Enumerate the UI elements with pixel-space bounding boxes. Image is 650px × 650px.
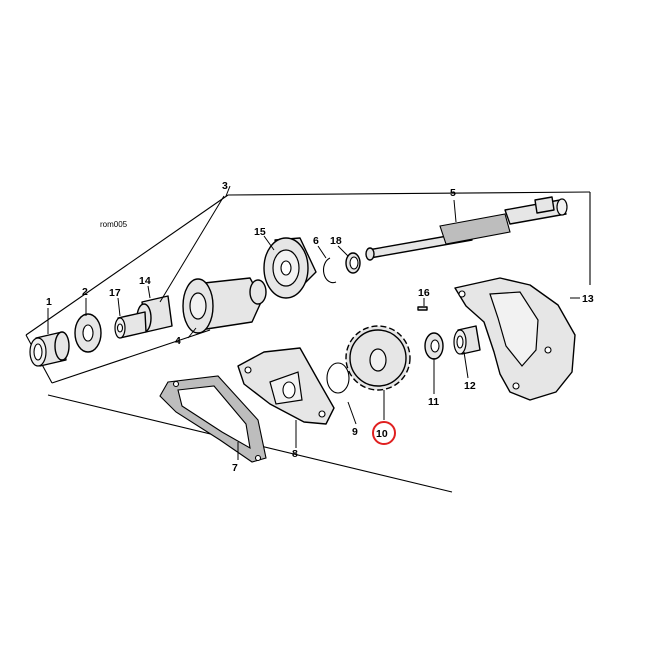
part-9-oring: [326, 362, 350, 394]
callout-13: 13: [582, 293, 594, 305]
part-4-clutch-gear: [182, 277, 267, 334]
part-2-washer: [74, 313, 102, 353]
callout-labels: 1 2 3 4 5 6 7 8 9 10 11 12 13 14 15 16 1…: [46, 180, 594, 474]
part-18-ring: [345, 252, 361, 274]
part-7-gasket: [159, 375, 267, 463]
callout-6: 6: [313, 235, 319, 247]
highlight-circle: [372, 421, 396, 445]
callout-16: 16: [418, 287, 430, 299]
part-8-end-plate: [237, 347, 335, 425]
callout-5: 5: [450, 187, 456, 199]
callout-9: 9: [352, 426, 358, 438]
part-11-washer: [424, 332, 444, 360]
callout-4: 4: [175, 335, 181, 347]
part-15-pinion: [263, 237, 317, 299]
callout-1: 1: [46, 296, 52, 308]
callout-2: 2: [82, 286, 88, 298]
part-6-clip: [323, 257, 337, 284]
reference-code: rom005: [100, 220, 128, 229]
part-17-sleeve: [114, 311, 147, 339]
part-12-bushing: [453, 325, 481, 355]
callout-3: 3: [222, 180, 228, 192]
callout-17: 17: [109, 287, 121, 299]
callout-7: 7: [232, 462, 238, 474]
part-5-shaft: [365, 196, 568, 261]
callout-10: 10: [376, 428, 388, 440]
callout-8: 8: [292, 448, 298, 460]
leader-lines: [47, 185, 580, 460]
part-16-pin: [417, 306, 428, 311]
callout-14: 14: [139, 275, 151, 287]
part-13-housing: [454, 277, 576, 401]
part-10-gear: [345, 325, 411, 391]
callout-12: 12: [464, 380, 476, 392]
part-1-bearing: [29, 331, 70, 367]
callout-15: 15: [254, 226, 266, 238]
callout-11: 11: [428, 396, 439, 408]
callout-18: 18: [330, 235, 342, 247]
